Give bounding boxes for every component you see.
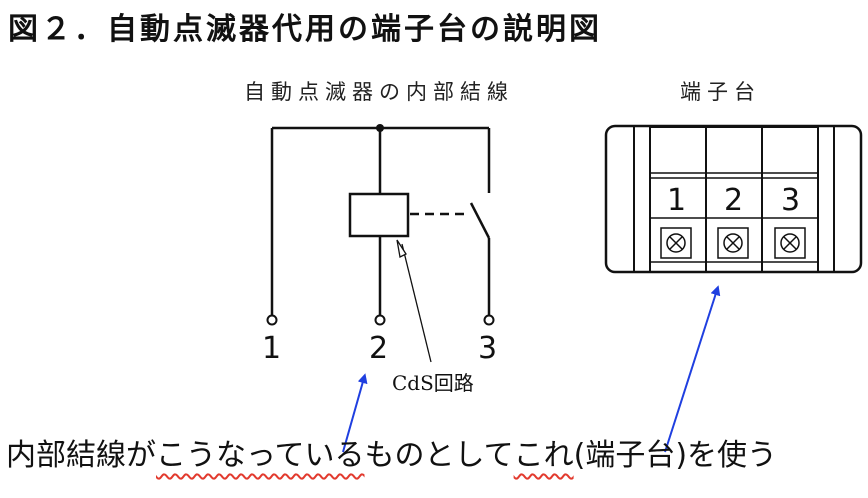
caption-emphasis-this: これ bbox=[513, 438, 574, 473]
relay-coil bbox=[348, 192, 410, 238]
caption-part-5: (端子台)を使う bbox=[573, 438, 778, 473]
screw-1 bbox=[660, 227, 692, 259]
pin-label-2: 2 bbox=[369, 331, 388, 366]
pin-label-1: 1 bbox=[262, 331, 281, 366]
screw-3 bbox=[774, 227, 806, 259]
caption-part-3: ものとして bbox=[364, 438, 514, 473]
terminal-number-1: 1 bbox=[667, 183, 686, 218]
screw-heads bbox=[666, 233, 800, 253]
terminal-number-3: 3 bbox=[781, 183, 800, 218]
cds-pointer-arrowhead bbox=[396, 239, 407, 258]
arrow-to-terminal-block bbox=[664, 285, 721, 453]
pin3-terminal bbox=[483, 314, 495, 326]
junction-dot bbox=[376, 124, 384, 132]
switch-blade bbox=[469, 202, 491, 239]
caption-emphasis-wiring: こうなっている bbox=[156, 438, 365, 473]
pin1-terminal bbox=[266, 314, 278, 326]
figure-title: 図２．自動点滅器代用の端子台の説明図 bbox=[8, 12, 602, 47]
screw-2 bbox=[717, 227, 749, 259]
terminal-block bbox=[604, 124, 863, 274]
cds-pointer-line bbox=[401, 243, 432, 363]
caption: 内部結線がこうなっているものとしてこれ(端子台)を使う bbox=[6, 430, 777, 474]
caption-part-1: 内部結線が bbox=[6, 438, 156, 473]
wiring-diagram bbox=[270, 126, 491, 315]
arrow-to-wiring bbox=[342, 373, 368, 453]
wiring-heading: 自動点滅器の内部結線 bbox=[244, 80, 514, 104]
cds-label: CdS回路 bbox=[392, 371, 474, 395]
terminal-block-heading: 端子台 bbox=[680, 80, 761, 104]
pin-label-3: 3 bbox=[478, 331, 497, 366]
terminal-number-2: 2 bbox=[724, 183, 743, 218]
pin2-terminal bbox=[374, 314, 386, 326]
